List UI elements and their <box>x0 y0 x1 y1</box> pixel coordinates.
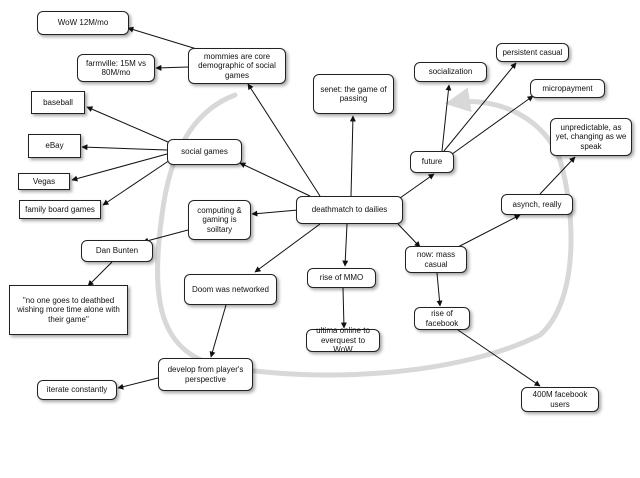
node-unpredictable: unpredictable, as yet, changing as we sp… <box>550 118 632 156</box>
edge-future-to-persistent <box>443 62 517 152</box>
node-baseball: baseball <box>31 91 85 114</box>
node-rise-mmo: rise of MMO <box>307 268 376 288</box>
edge-deathmatch-to-doom <box>254 223 321 273</box>
node-400m-facebook: 400M facebook users <box>521 387 599 412</box>
edge-doom-to-develop <box>209 304 227 358</box>
node-dan-bunten: Dan Bunten <box>81 240 153 262</box>
edge-deathmatch-to-mommies <box>247 83 321 197</box>
node-iterate: iterate constantly <box>37 380 117 400</box>
node-future: future <box>410 151 454 173</box>
node-mommies: mommies are core demographic of social g… <box>188 48 286 84</box>
edge-future-to-socialization <box>441 84 452 152</box>
node-wow: WoW 12M/mo <box>37 11 129 35</box>
edge-mommies-to-farmville <box>155 64 189 71</box>
node-senet: senet: the game of passing <box>313 74 394 114</box>
node-now-mass-casual: now: mass casual <box>405 246 467 273</box>
edge-social-games-to-family <box>102 159 171 206</box>
edge-now-mass-casual-to-facebook <box>436 272 443 307</box>
node-deathmatch: deathmatch to dailies <box>296 196 403 224</box>
node-socialization: socialization <box>414 62 487 82</box>
node-computing: computing & gaming is soiltary <box>188 200 251 240</box>
edge-deathmatch-to-senet <box>349 115 356 197</box>
node-asynch: asynch, really <box>501 194 573 215</box>
edge-future-to-micropayment <box>447 95 534 158</box>
node-rise-facebook: rise of facebook <box>414 307 470 330</box>
edge-mmo-to-ultima <box>340 287 347 329</box>
edge-deathmatch-to-computing <box>251 209 299 217</box>
edge-mommies-to-wow <box>127 26 201 51</box>
node-quote: "no one goes to deathbed wishing more ti… <box>9 285 128 335</box>
node-doom: Doom was networked <box>184 274 277 305</box>
node-family: family board games <box>19 200 101 219</box>
edge-social-games-to-vegas <box>71 153 168 182</box>
node-farmville: farmville: 15M vs 80M/mo <box>77 54 155 82</box>
edge-deathmatch-to-mmo <box>342 223 349 267</box>
edge-deathmatch-to-now-mass-casual <box>397 223 421 248</box>
edge-layer <box>71 26 576 390</box>
node-persistent: persistent casual <box>496 43 569 62</box>
edge-deathmatch-to-future <box>399 173 435 199</box>
edge-deathmatch-to-social-games <box>239 162 311 197</box>
edge-asynch-to-unpredictable <box>539 156 576 195</box>
edge-social-games-to-ebay <box>81 144 168 151</box>
node-ultima: ultima online to everquest to WoW <box>306 326 380 354</box>
edge-facebook-to-400m <box>457 329 541 387</box>
edge-computing-to-dan-bunten <box>142 229 189 244</box>
edge-develop-to-iterate <box>117 377 159 390</box>
node-ebay: eBay <box>28 134 81 158</box>
edge-dan-bunten-to-quote <box>87 261 113 287</box>
edge-now-mass-casual-to-asynch <box>455 214 521 249</box>
node-micropayment: micropayment <box>530 79 605 98</box>
node-vegas: Vegas <box>18 173 70 190</box>
feedback-loop <box>155 87 574 378</box>
node-develop: develop from player's perspective <box>158 358 253 391</box>
node-social-games: social games <box>167 139 242 165</box>
edge-social-games-to-baseball <box>86 106 169 143</box>
